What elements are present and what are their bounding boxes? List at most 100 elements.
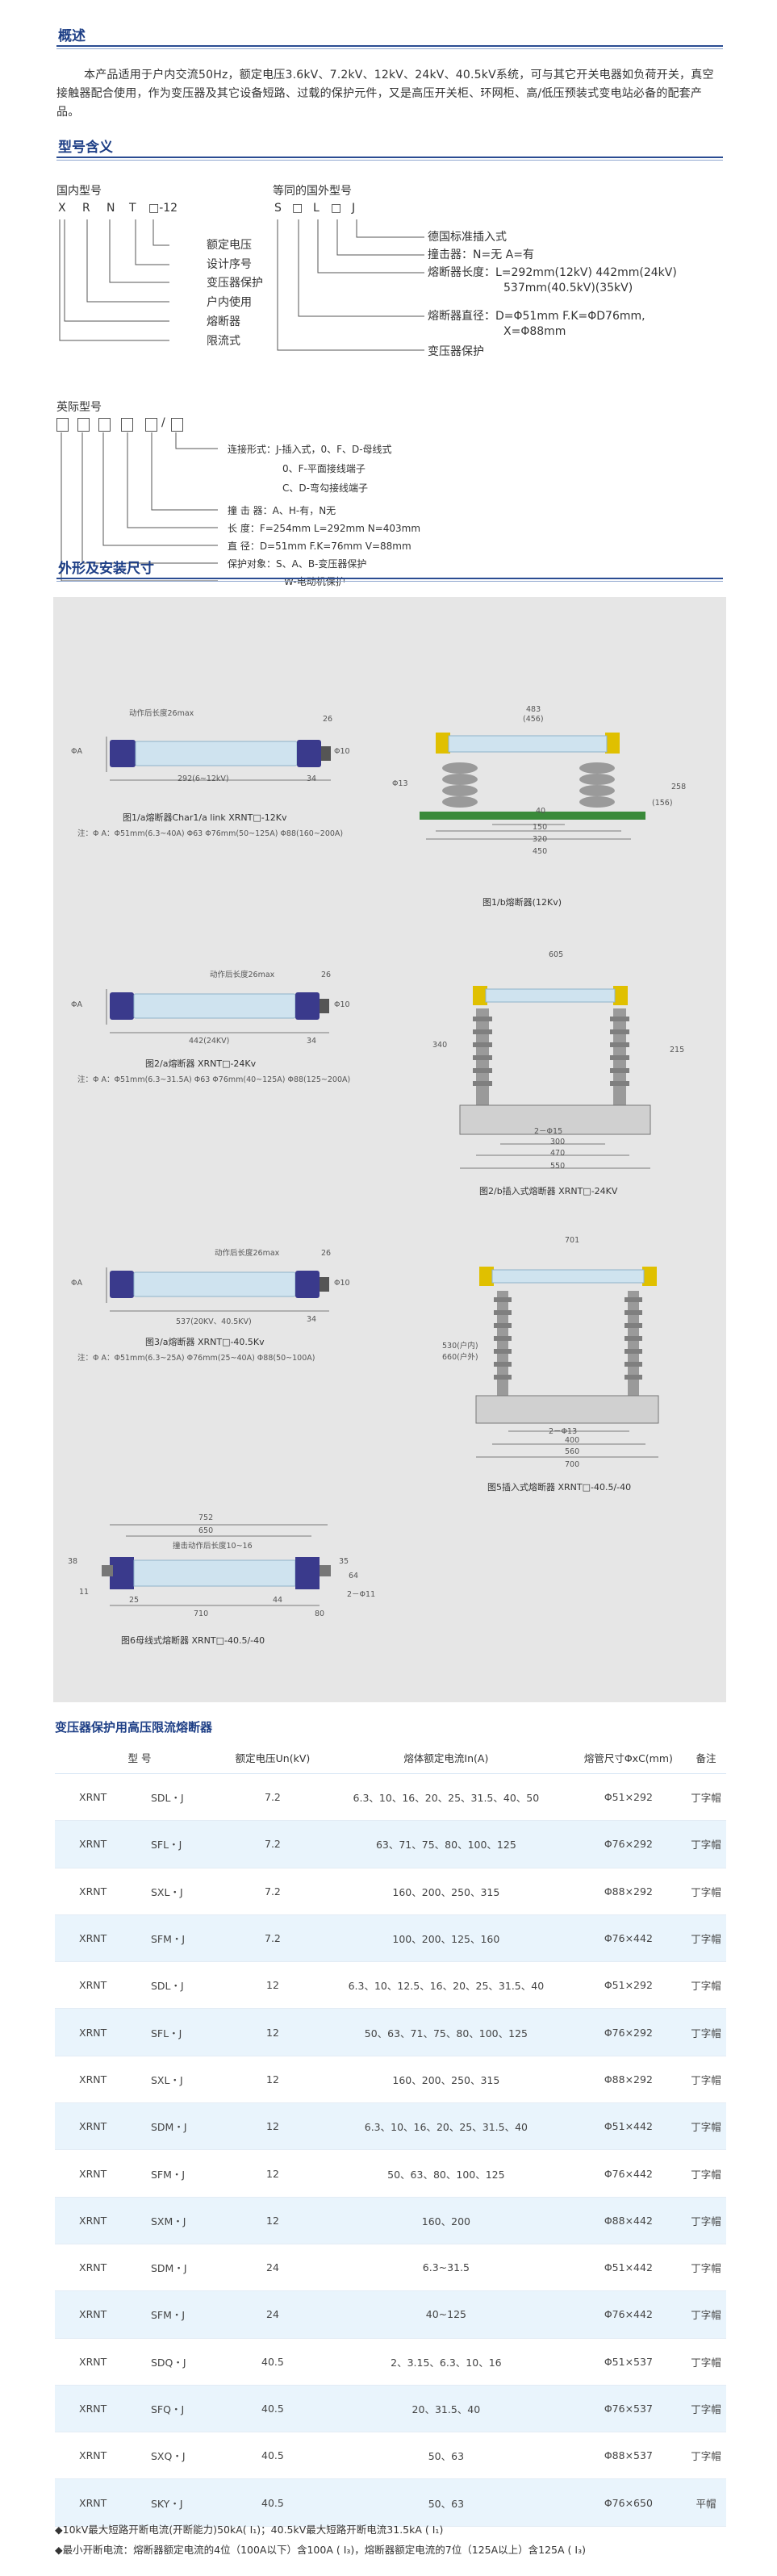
cell-type: SDM・J [136, 2102, 224, 2151]
cell-remark: 丁字帽 [685, 2008, 726, 2056]
cell-type: SFL・J [136, 1820, 224, 1868]
intl-item-length-2: 537mm(40.5kV)(35kV) [503, 282, 633, 294]
cell-series: XRNT [55, 1914, 136, 1963]
cell-size: Φ88×292 [570, 1868, 686, 1915]
fig6-caption: 图6母线式熔断器 XRNT□-40.5/-40 [121, 1635, 265, 1646]
domestic-model-label: 国内型号 [56, 185, 102, 198]
fig1a-phi10: Φ10 [334, 747, 350, 756]
fig1a-dia-label: ΦA [71, 747, 82, 756]
domestic-code-r: R [82, 202, 90, 215]
cell-remark: 平帽 [685, 2478, 726, 2527]
cell-voltage: 24 [224, 2290, 321, 2339]
fig1b-w483: 483 [526, 705, 541, 714]
fig3a-caption: 图3/a熔断器 XRNT□-40.5Kv [145, 1337, 265, 1347]
cell-voltage: 12 [224, 2056, 321, 2104]
fig6-busbar-drawing [77, 1517, 384, 1614]
british-model-label: 英际型号 [56, 401, 102, 414]
fig3a-top-dim: 26 [321, 1249, 332, 1258]
cell-voltage: 12 [224, 2102, 321, 2151]
fig1a-note: 注：Φ A：Φ51mm(6.3~40A) Φ63 Φ76mm(50~125A) … [77, 829, 344, 838]
intl-model-label: 等同的国外型号 [273, 185, 352, 198]
intl-item-transformer: 变压器保护 [428, 345, 484, 358]
cell-type: SFQ・J [136, 2385, 224, 2433]
header-size: 熔管尺寸ΦxC(mm) [570, 1741, 686, 1774]
cell-voltage: 12 [224, 2197, 321, 2244]
cell-current: 20、31.5、40 [320, 2385, 571, 2433]
cell-size: Φ51×292 [570, 1961, 686, 2010]
fig2a-length-label: 442(24KV) [189, 1037, 230, 1046]
cell-series: XRNT [55, 1820, 136, 1868]
fig1a-caption: 图1/a熔断器Char1/a link XRNT□-12Kv [123, 812, 287, 823]
british-item-flat-terminal: 0、F-平面接线端子 [282, 463, 366, 474]
cell-remark: 丁字帽 [685, 2149, 726, 2198]
fig2b-holes: 2－Φ15 [534, 1127, 563, 1136]
cell-voltage: 7.2 [224, 1820, 321, 1868]
fig3a-dia-label: ΦA [71, 1279, 82, 1288]
fig5-caption: 图5插入式熔断器 XRNT□-40.5/-40 [487, 1482, 632, 1493]
fig1b-phi13: Φ13 [392, 779, 408, 788]
cell-remark: 丁字帽 [685, 2102, 726, 2151]
cell-remark: 丁字帽 [685, 2197, 726, 2244]
cell-series: XRNT [55, 2244, 136, 2292]
cell-type: SFM・J [136, 1914, 224, 1963]
cell-series: XRNT [55, 2478, 136, 2527]
intl-item-length: 熔断器长度：L=292mm(12kV) 442mm(24kV) [428, 266, 677, 279]
cell-size: Φ76×442 [570, 1914, 686, 1963]
intl-item-diameter-2: X=Φ88mm [503, 325, 566, 338]
cell-remark: 丁字帽 [685, 2244, 726, 2292]
cell-voltage: 24 [224, 2244, 321, 2292]
cell-current: 50、63 [320, 2432, 571, 2480]
fig6-w752: 752 [198, 1513, 214, 1522]
cell-current: 2、3.15、6.3、10、16 [320, 2338, 571, 2386]
fig1b-d40: 40 [536, 807, 546, 816]
british-item-connection: 连接形式：J-插入式，0、F、D-母线式 [228, 444, 392, 455]
intl-code-s: S [274, 202, 282, 215]
domestic-item-fuse: 熔断器 [207, 315, 240, 328]
cell-remark: 丁字帽 [685, 2290, 726, 2339]
cell-type: SDL・J [136, 1961, 224, 2010]
cell-current: 40~125 [320, 2290, 571, 2339]
cell-series: XRNT [55, 1773, 136, 1822]
fig1a-length-label: 292(6~12kV) [178, 774, 229, 783]
fig5-h-outdoor: 660(户外) [442, 1353, 478, 1362]
cell-remark: 丁字帽 [685, 2338, 726, 2386]
spec-table: 型 号 额定电压Un(kV) 熔体额定电流In(A) 熔管尺寸ΦxC(mm) 备… [55, 1741, 726, 2527]
british-item-hook-terminal: C、D-弯勾接线端子 [282, 482, 368, 494]
fig5-holes: 2－Φ13 [549, 1427, 578, 1436]
fig2a-stroke-label: 动作后长度26max [210, 971, 275, 979]
fig3a-note: 注：Φ A：Φ51mm(6.3~25A) Φ76mm(25~40A) Φ88(5… [77, 1354, 315, 1363]
fig6-holes: 2－Φ11 [347, 1590, 376, 1599]
fig6-d710: 710 [194, 1609, 209, 1618]
fig2a-fuse-drawing [77, 984, 352, 1049]
footnote-min-breaking-current: ◆最小开断电流：熔断器额定电流的4位（100A以下）含100A ( I₃)，熔断… [55, 2544, 586, 2556]
fig5-plug-in-drawing [468, 1259, 678, 1476]
cell-size: Φ88×537 [570, 2432, 686, 2480]
cell-current: 160、200、250、315 [320, 2056, 571, 2104]
fig6-d80: 80 [315, 1609, 325, 1618]
fig2a-top-dim: 26 [321, 971, 332, 979]
domestic-item-design-no: 设计序号 [207, 258, 252, 271]
cell-current: 160、200、250、315 [320, 1868, 571, 1915]
domestic-item-current-limit: 限流式 [207, 335, 240, 348]
cell-remark: 丁字帽 [685, 1773, 726, 1822]
fig1b-h156: (156) [652, 799, 673, 808]
dimensions-diagram-panel [53, 597, 726, 1702]
cell-series: XRNT [55, 2149, 136, 2198]
header-remark: 备注 [685, 1741, 726, 1774]
cell-size: Φ76×442 [570, 2290, 686, 2339]
british-code-box-1 [56, 418, 69, 432]
intl-code-leader-lines [277, 219, 424, 351]
fig5-d560: 560 [565, 1447, 580, 1456]
cell-size: Φ88×442 [570, 2197, 686, 2244]
intl-code-box1: □ [292, 202, 303, 215]
dimensions-rule-sub [56, 581, 723, 582]
